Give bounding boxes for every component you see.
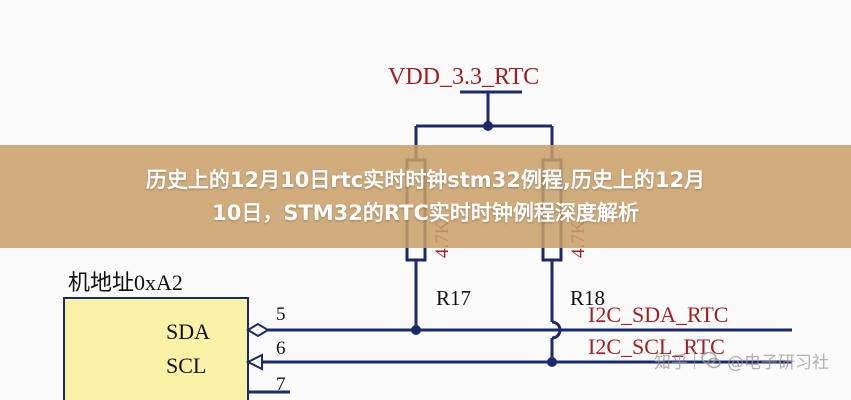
- r17-label: R17: [436, 286, 471, 310]
- article-title-line-1: 历史上的12月10日rtc实时时钟stm32例程,历史上的12月: [145, 167, 706, 192]
- watermark-divider: [694, 351, 695, 369]
- net-label-scl: I2C_SCL_RTC: [588, 334, 725, 359]
- power-net-label: VDD_3.3_RTC: [388, 64, 539, 90]
- sda-pin-arrow: [246, 322, 270, 338]
- rtc-chip-body: [63, 297, 249, 400]
- chip-pin-sda: SDA: [166, 319, 210, 344]
- net-label-sda: I2C_SDA_RTC: [588, 302, 728, 327]
- chip-address-label: 机地址0xA2: [68, 270, 183, 295]
- title-banner: 历史上的12月10日rtc实时时钟stm32例程,历史上的12月 10日，STM…: [0, 145, 851, 248]
- pin-number-6: 6: [276, 338, 286, 359]
- watermark-brand: 知乎: [654, 352, 688, 373]
- watermark-author: @电子研习社: [727, 352, 829, 373]
- watermark: 知乎 @电子研习社: [654, 348, 829, 373]
- r18-label: R18: [570, 286, 605, 310]
- pin-number-5: 5: [276, 304, 286, 325]
- scl-pin-arrow: [245, 353, 263, 371]
- chip-pin-scl: SCL: [166, 353, 206, 378]
- article-title-line-2: 10日，STM32的RTC实时时钟例程深度解析: [212, 200, 639, 225]
- pin-number-7: 7: [276, 374, 286, 395]
- wechat-logo-icon: [701, 351, 721, 369]
